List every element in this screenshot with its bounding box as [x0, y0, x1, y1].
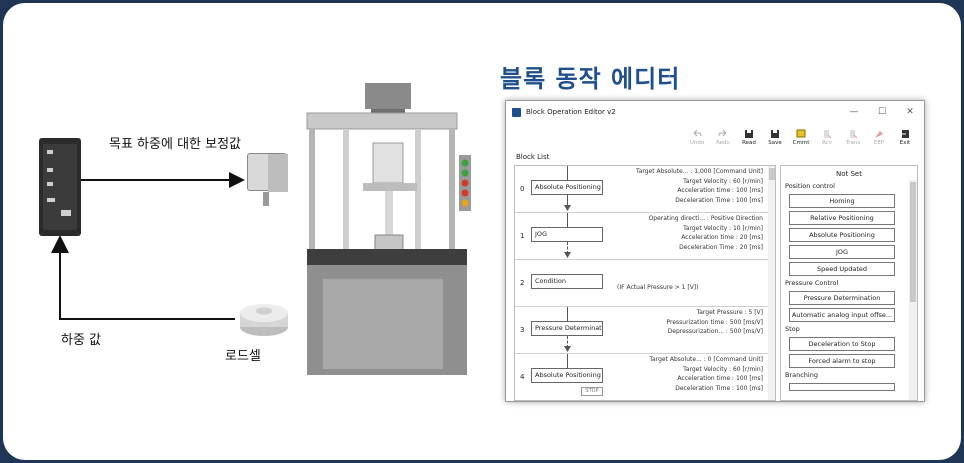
undo-icon: [693, 129, 702, 136]
exit-icon: [901, 129, 909, 138]
loadcell-image: [240, 304, 288, 336]
toolbar: Undo Redo Read Save Cmmt Rcv: [506, 123, 924, 151]
block-index: 3: [520, 326, 525, 334]
speed-updated-button[interactable]: Speed Updated: [789, 262, 895, 276]
app-icon: [512, 107, 521, 117]
block-row[interactable]: 2 Condition (IF Actual Pressure > 1 [V]): [515, 260, 775, 307]
press-machine-image: [306, 83, 471, 375]
block-index: 2: [520, 279, 525, 287]
receive-icon: [824, 129, 832, 138]
page-title: 블록 동작 에디터: [500, 65, 681, 93]
exit-button[interactable]: Exit: [892, 123, 918, 151]
undo-button[interactable]: Undo: [684, 123, 710, 151]
read-icon: [745, 129, 753, 138]
absolute-positioning-button[interactable]: Absolute Positioning: [789, 228, 895, 242]
close-button[interactable]: ✕: [906, 107, 914, 117]
block-name[interactable]: JOG: [531, 227, 603, 242]
maximize-button[interactable]: ☐: [877, 107, 887, 117]
load-value-label: 하중 값: [61, 333, 102, 348]
palette-scrollbar[interactable]: [909, 180, 917, 400]
group-position-control: Position control: [785, 182, 835, 190]
block-list-label: Block List: [516, 153, 550, 161]
eeprom-button[interactable]: EEP: [866, 123, 892, 151]
window-title: Block Operation Editor v2: [526, 108, 616, 116]
correction-label: 목표 하중에 대한 보정값: [109, 137, 241, 152]
block-condition: (IF Actual Pressure > 1 [V]): [617, 284, 699, 291]
block-name[interactable]: Absolute Positioning: [531, 180, 603, 195]
block-row[interactable]: 0 Absolute Positioning Target Absolute..…: [515, 166, 775, 213]
eeprom-icon: [875, 130, 883, 138]
palette-header: Not Set: [836, 170, 862, 178]
command-arrow: [81, 179, 231, 181]
redo-button[interactable]: Redo: [710, 123, 736, 151]
block-index: 4: [520, 373, 525, 381]
loadcell-label: 로드셀: [225, 349, 261, 364]
receive-button[interactable]: Rcv: [814, 123, 840, 151]
save-button[interactable]: Save: [762, 123, 788, 151]
read-button[interactable]: Read: [736, 123, 762, 151]
block-params: Target Pressure : 5 [V] Pressurization t…: [666, 309, 763, 335]
down-arrow-icon: [564, 252, 571, 258]
group-branching: Branching: [785, 371, 818, 379]
block-list-scrollbar[interactable]: [768, 166, 775, 400]
homing-button[interactable]: Homing: [789, 194, 895, 208]
block-name[interactable]: Condition: [531, 274, 603, 289]
jog-button[interactable]: JOG: [789, 245, 895, 259]
block-name[interactable]: Pressure Determinati...: [531, 321, 603, 336]
comment-button[interactable]: Cmmt: [788, 123, 814, 151]
deceleration-to-stop-button[interactable]: Deceleration to Stop: [789, 337, 895, 351]
block-params: Operating directi... : Positive Directio…: [648, 215, 763, 251]
arrowhead-up-icon: [51, 235, 69, 253]
pressure-determination-button[interactable]: Pressure Determination: [789, 291, 895, 305]
arrowhead-right-icon: [229, 172, 245, 188]
relative-positioning-button[interactable]: Relative Positioning: [789, 211, 895, 225]
transmit-icon: [850, 129, 858, 138]
figure-card: 블록 동작 에디터 목표 하중에 대한 보정값 하중 값 로드셀: [3, 3, 961, 460]
servo-drive-image: [39, 138, 81, 236]
minimize-button[interactable]: —: [849, 107, 859, 117]
stop-badge: STOP: [581, 387, 603, 396]
block-row[interactable]: 4 Absolute Positioning STOP Target Absol…: [515, 354, 775, 400]
feedback-arrow-vertical: [59, 251, 61, 320]
block-row[interactable]: 3 Pressure Determinati... Target Pressur…: [515, 307, 775, 354]
block-params: Target Absolute... : 0 [Command Unit] Ta…: [649, 356, 763, 392]
redo-icon: [718, 129, 727, 136]
branching-item-button[interactable]: [789, 383, 895, 391]
block-params: Target Absolute... : 1,000 [Command Unit…: [636, 168, 763, 204]
block-index: 0: [520, 185, 525, 193]
window-titlebar: Block Operation Editor v2 — ☐ ✕: [506, 101, 924, 123]
block-list: 0 Absolute Positioning Target Absolute..…: [514, 165, 776, 401]
down-arrow-icon: [564, 205, 571, 211]
down-arrow-icon: [564, 346, 571, 352]
block-operation-editor-window: Block Operation Editor v2 — ☐ ✕ Undo Red…: [505, 100, 925, 402]
transmit-button[interactable]: Trans: [840, 123, 866, 151]
block-row[interactable]: 1 JOG Operating directi... : Positive Di…: [515, 213, 775, 260]
block-name[interactable]: Absolute Positioning: [531, 368, 603, 383]
block-index: 1: [520, 232, 525, 240]
block-palette: Not Set Position control Homing Relative…: [780, 165, 918, 401]
forced-alarm-stop-button[interactable]: Forced alarm to stop: [789, 354, 895, 368]
group-stop: Stop: [785, 325, 800, 333]
group-pressure-control: Pressure Control: [785, 279, 839, 287]
comment-icon: [796, 129, 806, 137]
analog-input-offset-button[interactable]: Automatic analog input offse...: [789, 308, 895, 322]
feedback-arrow-horizontal: [59, 318, 235, 320]
servo-motor-image: [247, 153, 288, 206]
save-icon: [771, 129, 779, 138]
